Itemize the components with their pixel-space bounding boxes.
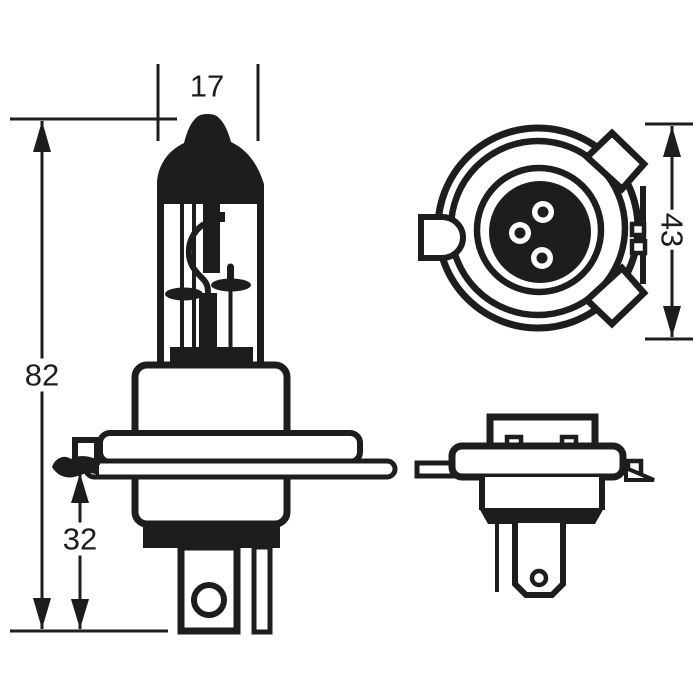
- contact-prong-narrow: [251, 544, 273, 635]
- prong-hole: [191, 582, 227, 618]
- shield-disc-left: [165, 287, 203, 301]
- arrowhead-up: [71, 473, 89, 503]
- base-body-side: [482, 477, 602, 510]
- terminal-pin-hole: [537, 206, 549, 218]
- arrowhead-up: [33, 121, 51, 152]
- arrowhead-down: [71, 599, 89, 629]
- dimension-label-glass-diameter: 17: [186, 69, 228, 103]
- pedestal: [199, 293, 217, 352]
- glass-wall-right: [257, 203, 264, 371]
- arrowhead-down: [33, 598, 51, 629]
- terminal-pin-hole: [536, 252, 548, 264]
- pinch-seal-band: [170, 347, 253, 365]
- dimension-17: [156, 64, 260, 141]
- glass-dome: [157, 114, 264, 204]
- bulb-side-view: [414, 413, 655, 598]
- bulb-rear-view: [418, 124, 649, 332]
- shield-disc-right: [211, 278, 251, 292]
- keying-tab-left: [418, 214, 466, 261]
- filament-support-wire: [192, 204, 196, 352]
- electrode-bar: [203, 204, 220, 273]
- flange-side: [448, 442, 627, 481]
- contact-prong-side: [512, 523, 566, 598]
- connector-face: [489, 181, 591, 283]
- flange-upper-plate: [97, 430, 363, 465]
- prong-hole-side: [529, 568, 549, 588]
- keying-tab-top-right: [582, 128, 649, 194]
- electrode-notch: [218, 212, 225, 222]
- keying-tab-bottom-right: [582, 263, 649, 329]
- lead-wire: [185, 221, 211, 294]
- dimension-label-overall-height: 82: [21, 358, 63, 392]
- index-notch: [629, 238, 648, 256]
- dimension-label-flange-diameter: 43: [655, 209, 690, 251]
- dimension-label-base-height: 32: [59, 522, 101, 556]
- arrowhead-down: [663, 306, 681, 337]
- arrowhead-up: [663, 126, 681, 157]
- index-notch: [629, 221, 647, 238]
- insulator-band-side: [479, 508, 604, 524]
- spring-clip-wire: [52, 456, 99, 478]
- glass-wall-left: [157, 203, 164, 371]
- insulator-band: [143, 525, 280, 548]
- filament-support-wire: [180, 204, 184, 352]
- terminal-pin-hole: [514, 227, 526, 239]
- clip-wedge: [624, 464, 655, 482]
- flange-lower-plate: [83, 458, 398, 480]
- bulb-front-view: [52, 114, 398, 635]
